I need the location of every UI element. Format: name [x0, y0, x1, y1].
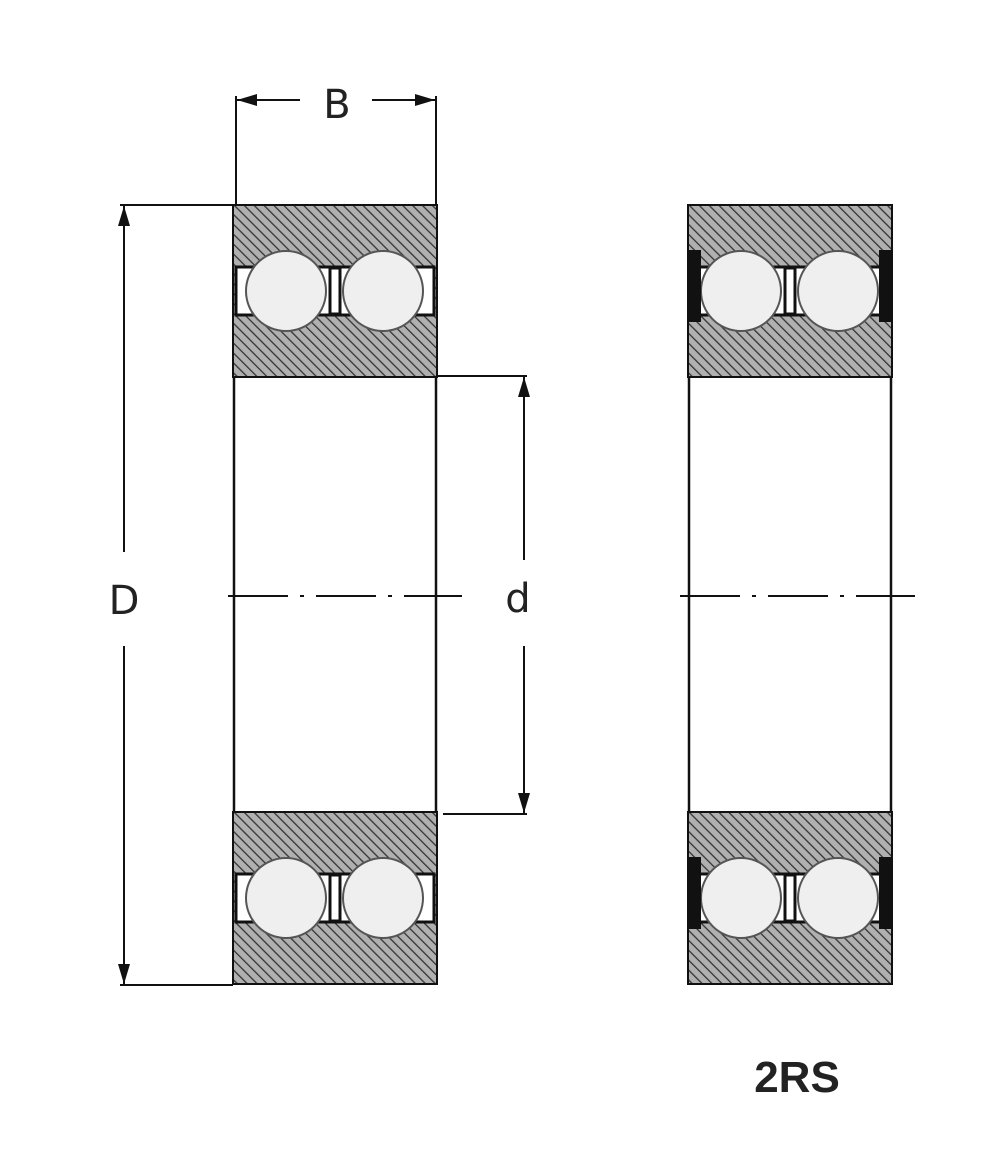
variant-label: 2RS — [754, 1053, 840, 1102]
outer-ring-top — [231, 203, 439, 379]
dimension-d: d — [437, 375, 531, 815]
outer-ring-bottom — [231, 810, 439, 986]
dimension-B: B — [235, 82, 437, 205]
seal-top-left — [689, 250, 701, 322]
seal-bottom-right — [879, 857, 891, 929]
dimension-label-B: B — [323, 82, 350, 128]
right-bearing-2rs-section — [686, 203, 894, 986]
dimension-label-D: D — [109, 578, 140, 624]
sealed-ring-top — [686, 203, 894, 379]
seal-bottom-left — [689, 857, 701, 929]
dimension-label-d: d — [505, 576, 530, 622]
left-bearing-section — [231, 203, 439, 986]
sealed-ring-bottom — [686, 810, 894, 986]
dimension-D: D — [109, 204, 233, 986]
seal-top-right — [879, 250, 891, 322]
